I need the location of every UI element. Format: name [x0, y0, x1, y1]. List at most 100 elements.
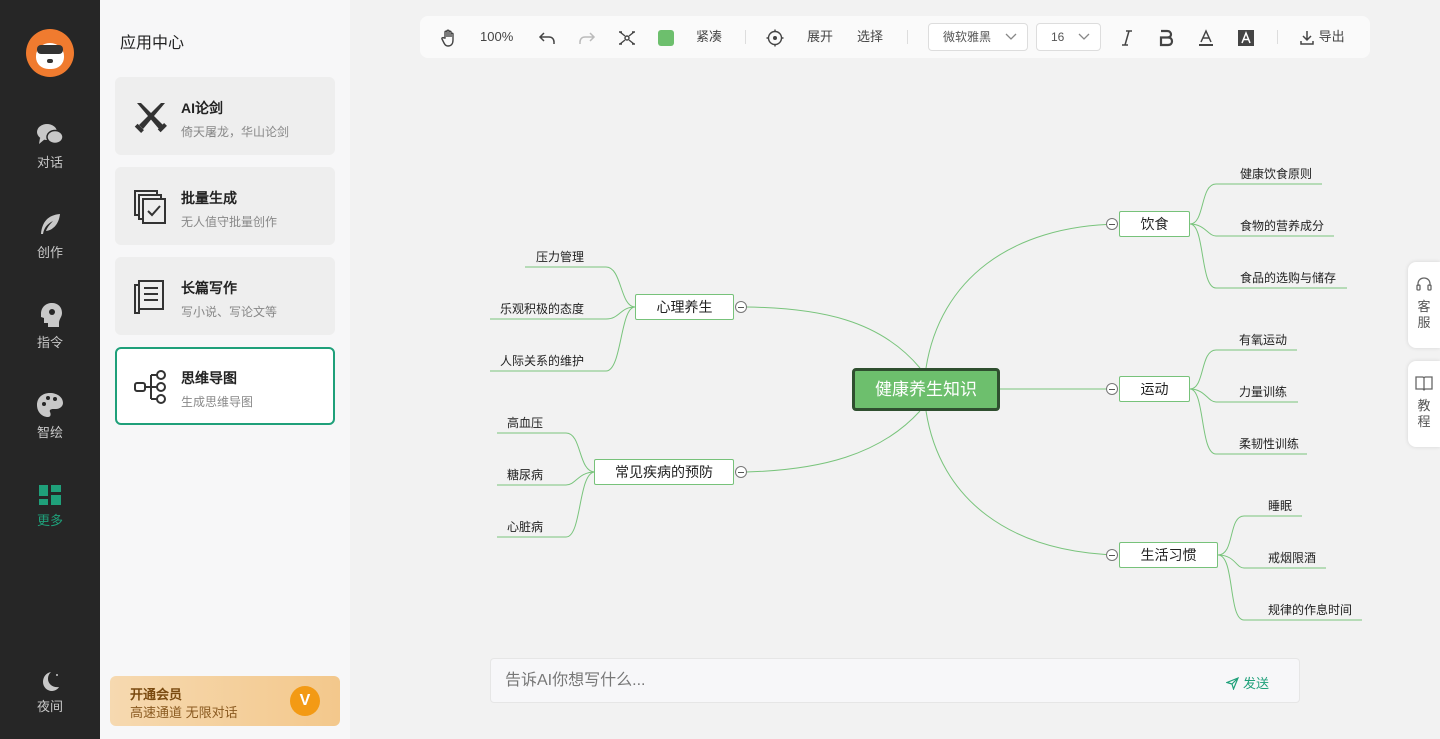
- mindmap-leaf-node[interactable]: 有氧运动: [1239, 333, 1288, 347]
- collapse-toggle-icon[interactable]: [1106, 383, 1118, 395]
- app-card-longform[interactable]: 长篇写作 写小说、写论文等: [115, 257, 335, 335]
- panel-title: 应用中心: [120, 35, 185, 52]
- mindmap-leaf-node[interactable]: 乐观积极的态度: [500, 302, 585, 316]
- redo-icon: [579, 32, 596, 44]
- send-button[interactable]: 发送: [1225, 673, 1269, 692]
- collapse-toggle-icon[interactable]: [735, 301, 747, 313]
- send-icon: [1225, 676, 1240, 691]
- mindmap-leaf-node[interactable]: 人际关系的维护: [500, 354, 585, 368]
- collapse-toggle-icon[interactable]: [735, 466, 747, 478]
- mindmap-branch-node[interactable]: 饮食: [1119, 211, 1190, 237]
- bold-icon: [1159, 29, 1174, 46]
- highlight-button[interactable]: [1237, 16, 1255, 58]
- edge-root-mind: [745, 306, 921, 369]
- rail-item-paint[interactable]: 智绘: [0, 392, 100, 454]
- hand-icon: [441, 29, 454, 47]
- layout-compact-button[interactable]: 紧凑: [696, 29, 723, 44]
- avatar[interactable]: [26, 29, 74, 77]
- chevron-down-icon: [1078, 33, 1090, 40]
- rail-item-chat[interactable]: 对话: [0, 122, 100, 184]
- grid-icon: [39, 485, 61, 505]
- pan-hand-button[interactable]: [440, 16, 458, 58]
- batch-check-icon: [134, 190, 166, 224]
- rail-item-command[interactable]: 指令: [0, 302, 100, 364]
- mindmap-leaf-node[interactable]: 健康饮食原则: [1240, 167, 1313, 181]
- vip-title: 开通会员: [130, 687, 183, 702]
- mindmap-branch-node[interactable]: 心理养生: [635, 294, 734, 320]
- undo-icon: [538, 32, 555, 44]
- chevron-down-icon: [1005, 33, 1017, 40]
- undo-button[interactable]: [538, 16, 556, 58]
- vip-banner[interactable]: 开通会员 高速通道 无限对话 V: [110, 676, 340, 726]
- night-mode-toggle[interactable]: 夜间: [0, 670, 100, 732]
- app-desc: 写小说、写论文等: [181, 305, 278, 319]
- export-button[interactable]: 导出: [1299, 16, 1345, 58]
- app-name: AI论剑: [181, 100, 223, 116]
- mindmap-branch-node[interactable]: 常见疾病的预防: [594, 459, 734, 485]
- app-name: 长篇写作: [181, 280, 237, 296]
- avatar-visor: [37, 45, 63, 54]
- font-family-select[interactable]: 微软雅黑: [928, 23, 1028, 51]
- palette-icon: [37, 393, 63, 417]
- rail-item-label: 智绘: [36, 425, 63, 440]
- locate-icon: [766, 29, 784, 47]
- tutorial-button[interactable]: 教程: [1408, 361, 1440, 447]
- scroll-icon: [134, 280, 164, 314]
- toolbar-divider: [745, 30, 746, 44]
- edge-root-habits: [925, 410, 1119, 556]
- font-size-select[interactable]: 16: [1036, 23, 1101, 51]
- tutorial-label: 教程: [1417, 398, 1431, 429]
- mindmap-leaf-node[interactable]: 睡眠: [1268, 499, 1293, 513]
- mindmap-branch-node[interactable]: 运动: [1119, 376, 1190, 402]
- night-mode-label: 夜间: [36, 699, 63, 714]
- rail-item-label: 创作: [36, 245, 63, 260]
- app-card-batch[interactable]: 批量生成 无人值守批量创作: [115, 167, 335, 245]
- redo-button[interactable]: [578, 16, 596, 58]
- app-center-panel: 应用中心 AI论剑 倚天屠龙，华山论剑 批量生成 无人值守批量创作 长篇写作 写…: [100, 0, 350, 739]
- customer-service-button[interactable]: 客服: [1408, 262, 1440, 348]
- prompt-input[interactable]: [505, 659, 1205, 702]
- mindmap-leaf-node[interactable]: 柔韧性训练: [1239, 437, 1300, 451]
- italic-icon: [1122, 29, 1132, 46]
- font-color-button[interactable]: [1197, 16, 1215, 58]
- moon-icon: [43, 672, 59, 691]
- headset-icon: [1416, 277, 1432, 291]
- app-card-ai-duel[interactable]: AI论剑 倚天屠龙，华山论剑: [115, 77, 335, 155]
- mindmap-root-node[interactable]: 健康养生知识: [852, 368, 1000, 411]
- mindmap-leaf-node[interactable]: 规律的作息时间: [1268, 603, 1353, 617]
- mindmap-leaf-node[interactable]: 戒烟限酒: [1268, 551, 1317, 565]
- theme-color-swatch[interactable]: [658, 16, 674, 58]
- bold-button[interactable]: [1157, 16, 1175, 58]
- mindmap-leaf-node[interactable]: 食物的营养成分: [1240, 219, 1325, 233]
- mindmap-branch-node[interactable]: 生活习惯: [1119, 542, 1218, 568]
- vip-subtitle: 高速通道 无限对话: [130, 705, 238, 720]
- feather-icon: [41, 214, 60, 234]
- rail-item-more[interactable]: 更多: [0, 484, 100, 546]
- font-color-icon: [1199, 28, 1213, 46]
- rail-item-create[interactable]: 创作: [0, 212, 100, 274]
- mindmap-leaf-node[interactable]: 食品的选购与储存: [1240, 271, 1337, 285]
- collapse-toggle-icon[interactable]: [1106, 218, 1118, 230]
- collapse-toggle-icon[interactable]: [1106, 549, 1118, 561]
- expand-button[interactable]: 展开: [807, 29, 834, 44]
- mindmap-leaf-node[interactable]: 力量训练: [1239, 385, 1288, 399]
- edge-root-disease: [745, 410, 921, 473]
- select-button[interactable]: 选择: [857, 29, 884, 44]
- book-icon: [1415, 376, 1433, 391]
- structure-button[interactable]: [618, 16, 636, 58]
- app-card-mindmap[interactable]: 思维导图 生成思维导图: [115, 347, 335, 425]
- mindmap-leaf-node[interactable]: 压力管理: [536, 250, 585, 264]
- locate-button[interactable]: [766, 16, 784, 58]
- head-icon: [41, 303, 62, 327]
- app-desc: 倚天屠龙，华山论剑: [181, 125, 290, 139]
- mindmap-leaf-node[interactable]: 糖尿病: [507, 468, 544, 482]
- italic-button[interactable]: [1118, 16, 1136, 58]
- rail-item-label: 更多: [36, 513, 63, 528]
- prompt-bar: 发送: [490, 658, 1300, 703]
- highlight-icon: [1238, 29, 1254, 46]
- mindmap-leaf-node[interactable]: 心脏病: [507, 520, 544, 534]
- app-name: 批量生成: [181, 190, 237, 206]
- export-label: 导出: [1318, 29, 1345, 44]
- mindmap-leaf-node[interactable]: 高血压: [507, 416, 544, 430]
- zoom-level[interactable]: 100%: [480, 29, 514, 44]
